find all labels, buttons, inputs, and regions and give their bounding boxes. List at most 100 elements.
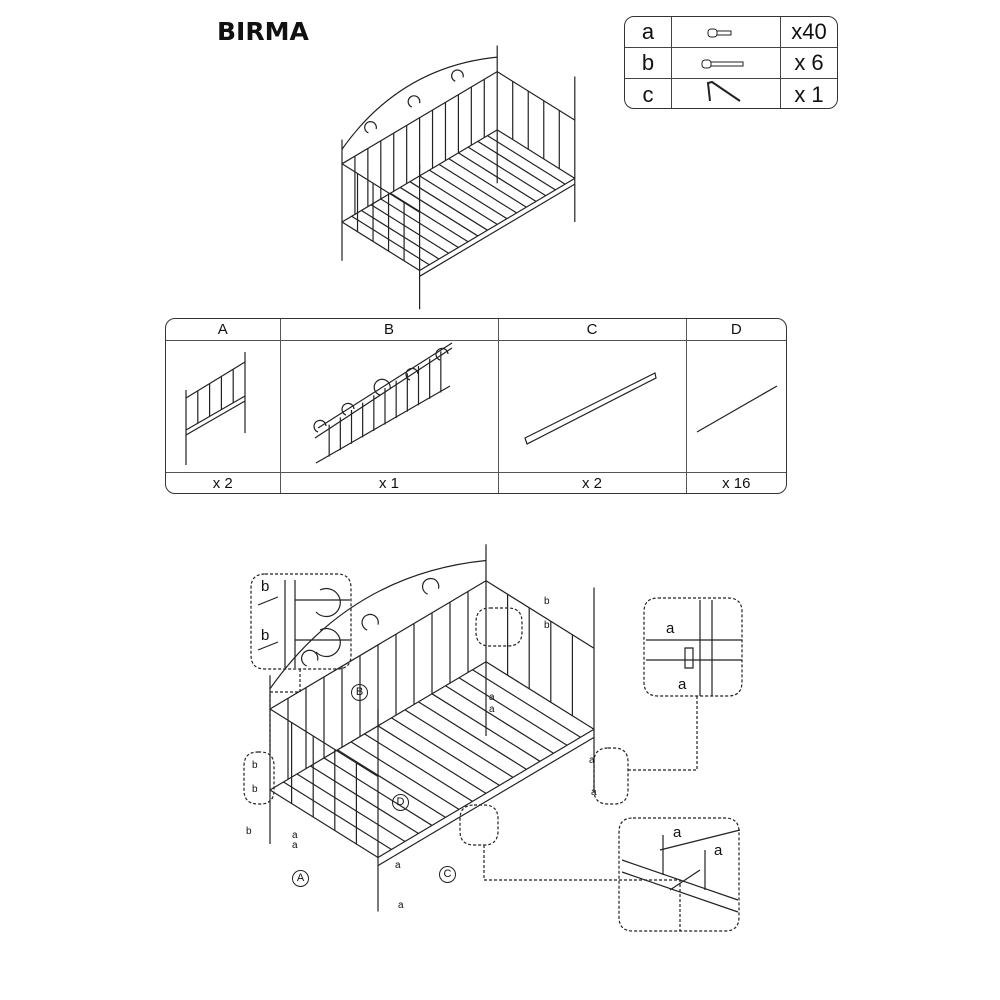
bolt-label-a: a <box>398 900 404 911</box>
slat <box>283 781 392 850</box>
front-rail-lower <box>377 736 595 867</box>
end-top-rail <box>269 708 379 778</box>
slat-image <box>685 340 786 473</box>
slat <box>361 209 440 260</box>
slat <box>431 693 541 762</box>
end-rail <box>185 395 246 431</box>
end-bottom-rail <box>341 221 420 272</box>
end-top-rail <box>485 580 595 649</box>
part-qty: x 1 <box>279 472 499 493</box>
front-rail-lower <box>419 183 576 277</box>
bolt-label-b: b <box>246 826 252 837</box>
detail-screw <box>662 835 706 890</box>
detail-marker <box>243 751 275 805</box>
back-rail-image <box>279 340 499 473</box>
hardware-letter: c <box>625 78 672 108</box>
slat <box>438 163 517 214</box>
detail-label-a: a <box>678 676 687 693</box>
detail-label-a: a <box>714 842 723 859</box>
hardware-row: b x 6 <box>625 47 837 79</box>
bolt-label-b: b <box>544 620 550 631</box>
leader <box>483 845 681 931</box>
slat <box>310 765 419 834</box>
slat <box>428 169 508 220</box>
bolt-label-a: a <box>489 704 495 715</box>
part-qty: x 2 <box>497 472 687 493</box>
slat <box>696 385 778 433</box>
detail-post <box>284 580 350 668</box>
scroll <box>361 613 379 631</box>
bolt-label-a: a <box>395 860 401 871</box>
slat <box>467 146 547 197</box>
slat <box>409 181 488 231</box>
end-bottom-rail <box>269 789 379 859</box>
hardware-qty: x 1 <box>780 78 837 108</box>
slat <box>487 135 566 185</box>
bolt-label-b: b <box>252 760 258 771</box>
product-title: BIRMA <box>217 17 309 46</box>
bolt-label-a: a <box>292 840 298 851</box>
detail-bolt-b <box>250 573 352 670</box>
end-top-rail <box>496 71 576 121</box>
slat <box>477 140 556 191</box>
slat <box>399 186 479 237</box>
slat <box>350 741 460 810</box>
bolt-label-a: a <box>591 787 597 798</box>
parts-table: A B C D x 2 x 1 x 2 x 16 <box>165 318 787 494</box>
side-rail <box>524 372 657 445</box>
detail-bracket <box>684 647 694 669</box>
slat <box>419 175 498 225</box>
callout-a: A <box>292 870 309 887</box>
slat <box>472 669 581 738</box>
scroll <box>407 95 421 108</box>
detail-label-b: b <box>261 578 270 595</box>
callout-c: C <box>439 866 456 883</box>
detail-scroll <box>315 587 341 658</box>
detail-label-a: a <box>666 620 675 637</box>
scroll <box>421 577 440 595</box>
end-rail <box>185 400 246 436</box>
detail-label-a: a <box>673 824 682 841</box>
detail-marker <box>475 607 523 647</box>
back-arch <box>269 559 487 690</box>
detail-marker <box>593 747 629 805</box>
detail-bracket-a <box>643 597 743 697</box>
slat <box>404 709 514 778</box>
long-bolt-icon <box>671 47 781 79</box>
hardware-letter: b <box>625 47 672 79</box>
hardware-table: a x40 b x 6 c x 1 <box>624 16 838 109</box>
slat <box>377 725 487 794</box>
hardware-row: c x 1 <box>625 78 837 108</box>
end-frame-image <box>166 340 281 473</box>
scroll <box>364 121 377 134</box>
detail-bolt <box>257 596 279 651</box>
side-rail-image <box>497 340 687 473</box>
detail-frame <box>646 600 742 696</box>
bottom-rail <box>315 385 451 464</box>
slat <box>380 198 459 248</box>
slat <box>323 757 433 826</box>
bolt-label-a: a <box>292 830 298 841</box>
callout-d: D <box>392 794 409 811</box>
bolt-label-b: b <box>252 784 258 795</box>
end-bottom-rail <box>496 129 576 179</box>
allen-key-icon <box>671 78 781 108</box>
scroll <box>313 347 449 433</box>
slat <box>418 701 527 770</box>
detail-slat <box>621 829 741 913</box>
bolt-label-a: a <box>489 692 495 703</box>
end-top-rail <box>341 163 420 213</box>
detail-slat-a <box>618 817 740 932</box>
scroll <box>301 649 319 667</box>
slat <box>337 749 446 818</box>
slat <box>296 773 406 842</box>
back-arch <box>341 56 498 150</box>
slat <box>458 677 568 746</box>
callout-b: B <box>351 684 368 701</box>
upper-rail <box>317 342 453 429</box>
part-qty: x 16 <box>685 472 786 493</box>
end-bottom-rail <box>485 661 595 730</box>
leader <box>269 669 301 752</box>
